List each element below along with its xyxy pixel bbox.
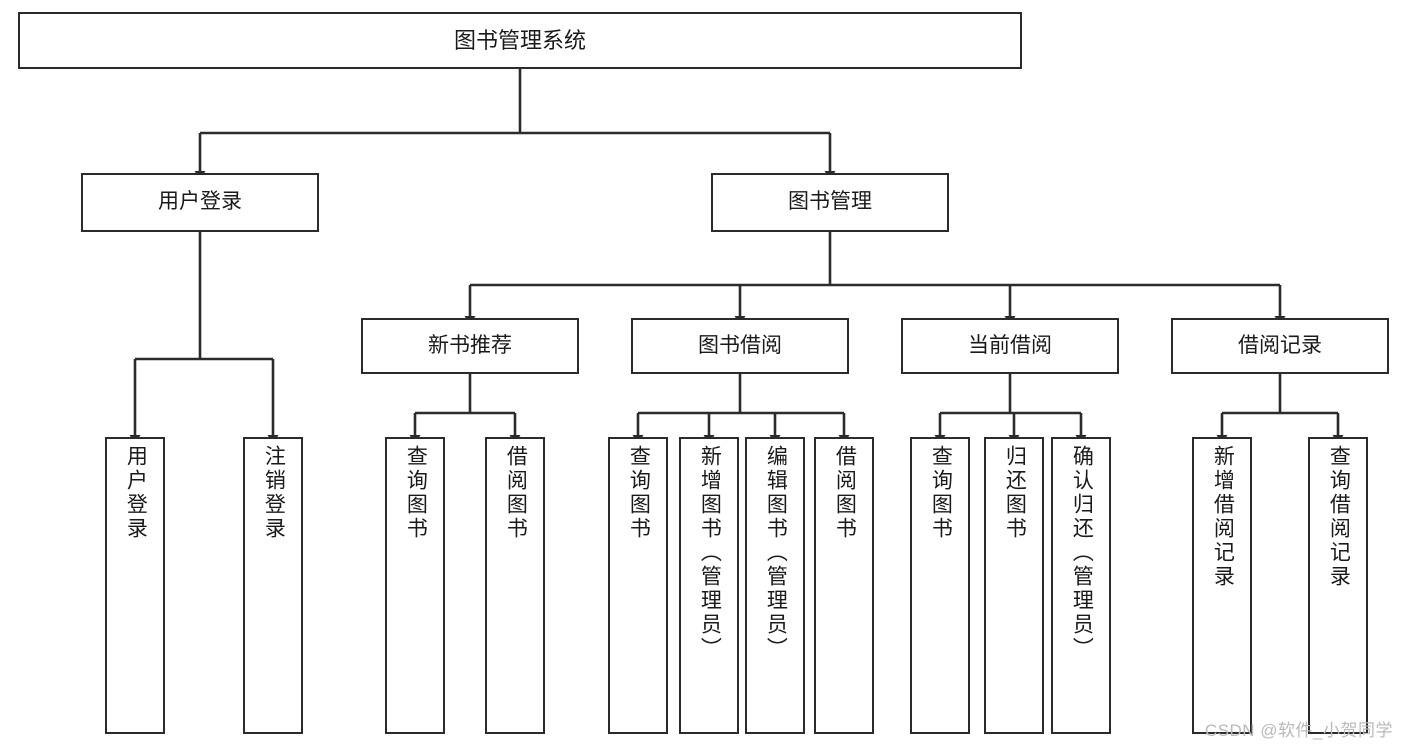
node-leaf-add-book[interactable]: 新增图书（管理员）: [679, 437, 739, 734]
node-leaf-user-logout[interactable]: 注销登录: [243, 437, 303, 734]
node-label-leaf-return-book: 归还图书: [1003, 445, 1027, 541]
node-label-leaf-query-book-2: 查询图书: [627, 445, 651, 541]
node-label-leaf-add-book: 新增图书（管理员）: [698, 445, 722, 661]
node-label-root: 图书管理系统: [453, 27, 586, 53]
node-label-leaf-add-record: 新增借阅记录: [1211, 445, 1235, 589]
node-leaf-borrow-book-2[interactable]: 借阅图书: [814, 437, 874, 734]
node-label-book-borrow: 图书借阅: [698, 333, 782, 357]
node-root[interactable]: 图书管理系统: [18, 12, 1022, 69]
node-leaf-confirm-return[interactable]: 确认归还（管理员）: [1051, 437, 1111, 734]
node-borrow-record[interactable]: 借阅记录: [1171, 318, 1389, 374]
node-label-leaf-borrow-book-2: 借阅图书: [833, 445, 857, 541]
node-label-leaf-confirm-return: 确认归还（管理员）: [1070, 445, 1094, 661]
node-leaf-query-book-2[interactable]: 查询图书: [608, 437, 668, 734]
node-leaf-query-book-3[interactable]: 查询图书: [910, 437, 970, 734]
node-leaf-query-record[interactable]: 查询借阅记录: [1308, 437, 1368, 734]
node-book-manage[interactable]: 图书管理: [711, 173, 949, 232]
connector-lines: [129, 69, 1344, 444]
node-label-leaf-query-record: 查询借阅记录: [1327, 445, 1351, 589]
node-book-borrow[interactable]: 图书借阅: [631, 318, 849, 374]
node-label-leaf-query-book-3: 查询图书: [929, 445, 953, 541]
node-leaf-add-record[interactable]: 新增借阅记录: [1192, 437, 1252, 734]
node-label-leaf-edit-book: 编辑图书（管理员）: [764, 445, 788, 661]
node-label-leaf-user-login: 用户登录: [124, 445, 148, 541]
node-label-new-book-recommend: 新书推荐: [428, 333, 512, 357]
node-leaf-query-book-1[interactable]: 查询图书: [385, 437, 445, 734]
node-label-user-login: 用户登录: [158, 190, 242, 214]
node-label-current-borrow: 当前借阅: [968, 333, 1052, 357]
node-leaf-borrow-book-1[interactable]: 借阅图书: [485, 437, 545, 734]
node-label-leaf-borrow-book-1: 借阅图书: [504, 445, 528, 541]
node-leaf-return-book[interactable]: 归还图书: [984, 437, 1044, 734]
node-leaf-edit-book[interactable]: 编辑图书（管理员）: [745, 437, 805, 734]
node-label-leaf-query-book-1: 查询图书: [404, 445, 428, 541]
node-label-borrow-record: 借阅记录: [1238, 333, 1322, 357]
node-label-book-manage: 图书管理: [788, 190, 872, 214]
node-label-leaf-user-logout: 注销登录: [262, 445, 286, 541]
node-current-borrow[interactable]: 当前借阅: [901, 318, 1119, 374]
node-leaf-user-login[interactable]: 用户登录: [105, 437, 165, 734]
node-user-login[interactable]: 用户登录: [81, 173, 319, 232]
node-new-book-recommend[interactable]: 新书推荐: [361, 318, 579, 374]
